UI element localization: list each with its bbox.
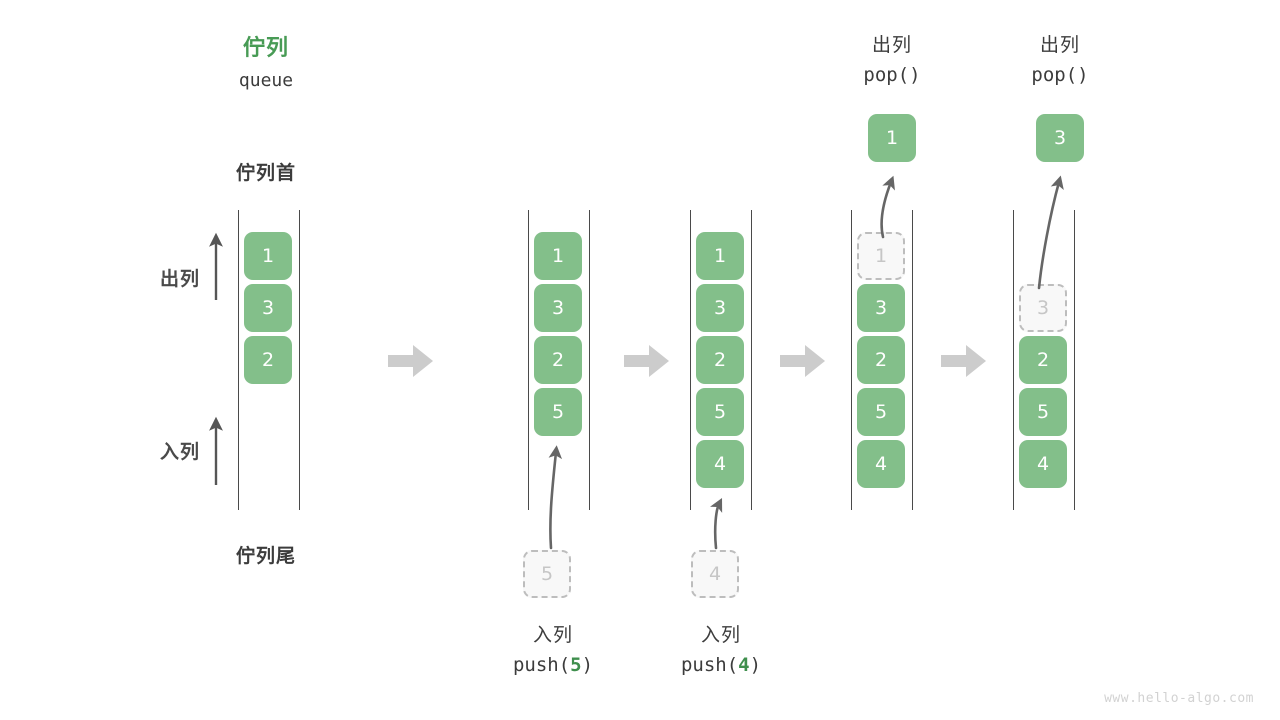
queue-cell: 2 bbox=[244, 336, 292, 384]
queue-cell: 2 bbox=[857, 336, 905, 384]
popped-cell-3: 3 bbox=[1036, 114, 1084, 162]
caption-pop-1: 出列 pop() bbox=[807, 30, 977, 86]
queue-cell: 3 bbox=[696, 284, 744, 332]
caption-pop-3-cn: 出列 bbox=[1039, 34, 1080, 56]
code-suffix: ) bbox=[1077, 64, 1089, 86]
queue-cell: 5 bbox=[1019, 388, 1067, 436]
caption-push-5-cn: 入列 bbox=[532, 624, 573, 646]
queue-rail-left bbox=[690, 210, 691, 510]
caption-push-5: 入列 push(5) bbox=[468, 620, 638, 676]
step-arrow-3 bbox=[780, 344, 826, 378]
caption-pop-1-cn: 出列 bbox=[871, 34, 912, 56]
code-prefix: push( bbox=[680, 654, 739, 676]
code-prefix: push( bbox=[512, 654, 571, 676]
pop-1-arrow bbox=[880, 175, 895, 239]
push-4-arrow bbox=[710, 497, 723, 550]
queue-cell: 2 bbox=[534, 336, 582, 384]
queue-rail-right bbox=[299, 210, 300, 510]
code-prefix: pop( bbox=[1031, 64, 1078, 86]
queue-cell-new: 5 bbox=[534, 388, 582, 436]
step-arrow-2 bbox=[624, 344, 670, 378]
popped-cell-1: 1 bbox=[868, 114, 916, 162]
queue-cell: 3 bbox=[534, 284, 582, 332]
caption-push-5-code: push(5) bbox=[468, 654, 638, 676]
queue-cell: 1 bbox=[534, 232, 582, 280]
code-arg: 4 bbox=[738, 654, 750, 676]
queue-cell: 3 bbox=[244, 284, 292, 332]
queue-rail-left bbox=[528, 210, 529, 510]
dequeue-label: 出列 bbox=[159, 268, 200, 290]
caption-push-4-cn: 入列 bbox=[700, 624, 741, 646]
queue-cell: 4 bbox=[1019, 440, 1067, 488]
queue-cell: 1 bbox=[696, 232, 744, 280]
queue-cell: 3 bbox=[857, 284, 905, 332]
queue-cell-new: 4 bbox=[696, 440, 744, 488]
pending-push-cell-4: 4 bbox=[691, 550, 739, 598]
caption-push-4: 入列 push(4) bbox=[636, 620, 806, 676]
code-prefix: pop( bbox=[863, 64, 910, 86]
pop-3-arrow bbox=[1037, 175, 1064, 290]
enqueue-label: 入列 bbox=[159, 441, 200, 463]
diagram-title-en: queue bbox=[238, 70, 294, 91]
step-arrow-4 bbox=[941, 344, 987, 378]
removed-cell: 3 bbox=[1019, 284, 1067, 332]
queue-rail-right bbox=[912, 210, 913, 510]
push-5-arrow bbox=[548, 445, 563, 550]
code-suffix: ) bbox=[581, 654, 594, 676]
site-watermark: www.hello-algo.com bbox=[1104, 691, 1254, 706]
code-suffix: ) bbox=[909, 64, 921, 86]
queue-rail-left bbox=[238, 210, 239, 510]
caption-pop-3: 出列 pop() bbox=[975, 30, 1145, 86]
queue-rail-right bbox=[1074, 210, 1075, 510]
step-arrow-1 bbox=[388, 344, 434, 378]
queue-cell: 2 bbox=[696, 336, 744, 384]
diagram-title-cn: 佇列 bbox=[242, 36, 289, 61]
pending-push-cell-5: 5 bbox=[523, 550, 571, 598]
caption-pop-1-code: pop() bbox=[807, 64, 977, 86]
code-arg: 5 bbox=[570, 654, 582, 676]
code-suffix: ) bbox=[749, 654, 762, 676]
queue-rail-right bbox=[751, 210, 752, 510]
queue-rail-right bbox=[589, 210, 590, 510]
queue-cell: 5 bbox=[696, 388, 744, 436]
caption-push-4-code: push(4) bbox=[636, 654, 806, 676]
queue-rail-left bbox=[851, 210, 852, 510]
removed-cell: 1 bbox=[857, 232, 905, 280]
queue-cell: 2 bbox=[1019, 336, 1067, 384]
queue-tail-label: 佇列尾 bbox=[235, 545, 296, 567]
caption-pop-3-code: pop() bbox=[975, 64, 1145, 86]
queue-cell: 1 bbox=[244, 232, 292, 280]
queue-cell: 5 bbox=[857, 388, 905, 436]
queue-rail-left bbox=[1013, 210, 1014, 510]
queue-cell: 4 bbox=[857, 440, 905, 488]
queue-head-label: 佇列首 bbox=[235, 162, 296, 184]
